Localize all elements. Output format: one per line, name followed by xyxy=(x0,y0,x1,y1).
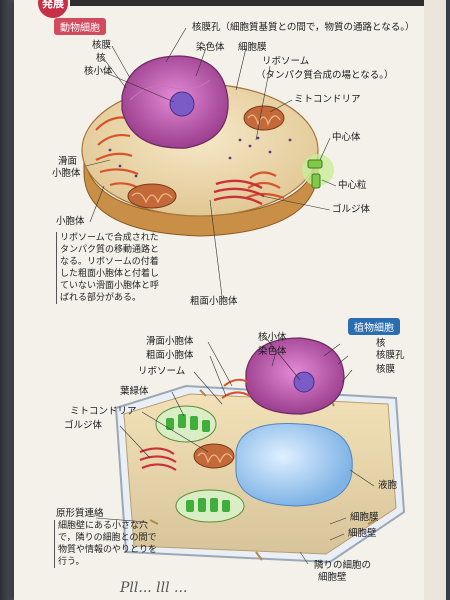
label-plant-smooth-er: 滑面小胞体 xyxy=(146,336,194,347)
advanced-badge: 発展 xyxy=(38,0,68,18)
plant-cell xyxy=(95,337,406,565)
right-margin xyxy=(424,0,446,600)
header-bar xyxy=(70,0,440,6)
label-chromatin: 染色体 xyxy=(196,42,225,53)
label-plant-chromatin: 染色体 xyxy=(258,346,287,357)
label-rough-er: 粗面小胞体 xyxy=(190,296,238,307)
label-plant-ribosome: リボソーム xyxy=(138,366,186,377)
label-plasmodesmata: 原形質連絡 xyxy=(56,508,104,519)
label-vesicle: 小胞体 xyxy=(56,216,85,227)
label-plant-golgi: ゴルジ体 xyxy=(64,420,103,431)
label-plant-vacuole: 液胞 xyxy=(378,480,398,491)
plasmodesmata-note: 細胞壁にある小さな穴で，隣りの細胞との間で物質や情報のやりとりを行う。 xyxy=(54,520,158,568)
label-ribosome: リボソーム xyxy=(262,56,310,67)
book-binding xyxy=(0,0,14,600)
animal-cell-tag: 動物細胞 xyxy=(54,18,106,35)
label-nucleus: 核 xyxy=(96,53,106,64)
label-nuclear-pore: 核膜孔（細胞質基質との間で，物質の通路となる。） xyxy=(192,22,415,33)
label-nucleolus: 核小体 xyxy=(84,66,113,77)
label-smooth-er: 滑面 xyxy=(58,156,78,167)
label-nuclear-membrane: 核膜 xyxy=(92,40,112,51)
plant-cell-tag: 植物細胞 xyxy=(348,318,400,335)
label-plant-nucleus: 核 xyxy=(376,338,386,349)
label-cell-membrane: 細胞膜 xyxy=(238,42,267,53)
label-ribosome-note: （タンパク質合成の場となる。） xyxy=(256,70,394,81)
label-smooth-er-2: 小胞体 xyxy=(52,168,81,179)
label-plant-nuclear-membrane: 核膜 xyxy=(376,364,396,375)
label-plant-chloroplast: 葉緑体 xyxy=(120,386,149,397)
label-neighbor-cell-wall: 隣りの細胞の xyxy=(314,560,372,571)
animal-cell xyxy=(81,27,337,297)
label-plant-cell-membrane: 細胞膜 xyxy=(350,512,379,523)
label-plant-nuclear-pore: 核膜孔 xyxy=(376,350,405,361)
label-plant-nucleolus: 核小体 xyxy=(258,332,287,343)
label-golgi: ゴルジ体 xyxy=(332,204,371,215)
label-mitochondria: ミトコンドリア xyxy=(294,94,361,105)
animal-er-note: リボソームで合成されたタンパク質の移動通路となる。リボソームの付着した粗面小胞体… xyxy=(56,232,160,304)
label-centriole: 中心粒 xyxy=(338,180,367,191)
label-plant-mitochondria: ミトコンドリア xyxy=(70,406,137,417)
label-centrosome: 中心体 xyxy=(332,132,361,143)
label-plant-rough-er: 粗面小胞体 xyxy=(146,350,194,361)
label-neighbor-cell-wall-2: 細胞壁 xyxy=(318,572,347,583)
label-plant-cell-wall: 細胞壁 xyxy=(348,528,377,539)
handwritten-note: Pll... lll ... xyxy=(120,580,188,596)
